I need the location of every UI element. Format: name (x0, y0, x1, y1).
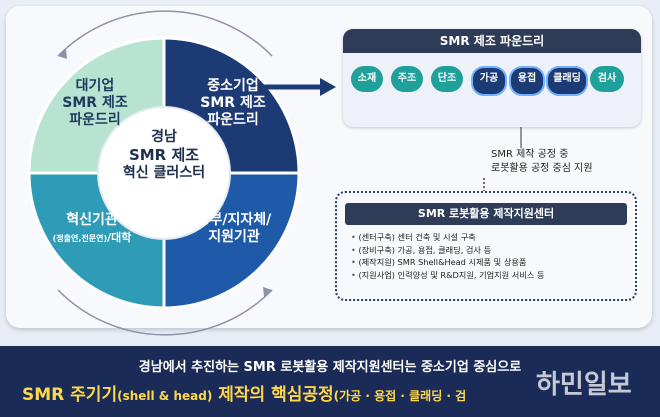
process-node-cladding: 클래딩 (546, 66, 588, 96)
support-center-title: SMR 로봇활용 제작지원센터 (345, 203, 627, 225)
quadrant-label-sme: 중소기업 SMR 제조 파운드리 (200, 78, 266, 128)
process-node-machining: 가공 (471, 66, 507, 96)
list-item: (제작지원) SMR Shell&Head 시제품 및 상용품 (351, 256, 635, 269)
center-circle (97, 106, 231, 240)
arrow-to-foundry-head (320, 78, 336, 96)
cycle-arrowhead-bottom (263, 287, 272, 297)
support-center-box: SMR 로봇활용 제작지원센터 (센터구축) 센터 건축 및 시설 구축 (장비… (335, 191, 637, 301)
foundry-title: SMR 제조 파운드리 (343, 29, 641, 53)
cycle-arc-top (57, 10, 273, 57)
watermark: 하민일보 (536, 370, 632, 400)
cycle-arc-bottom (57, 289, 273, 336)
banner-line-2: SMR 주기기(shell & head) 제작의 핵심공정(가공 · 용접 ·… (22, 385, 467, 405)
list-item: (지원사업) 인력양성 및 R&D지원, 기업지원 서비스 등 (351, 269, 635, 282)
quadrant-label-innovation: 혁신기관 (정출연,전문연)/대학 (52, 212, 132, 244)
list-item: (센터구축) 센터 건축 및 시설 구축 (351, 231, 635, 244)
process-node-forging: 단조 (431, 66, 463, 92)
process-node-material: 소재 (351, 66, 383, 92)
quadrant-label-government: 정부/지자체/ 지원기관 (196, 212, 272, 245)
process-node-welding: 용접 (509, 66, 545, 96)
banner-line-1: 경남에서 추진하는 SMR 로봇활용 제작지원센터는 중소기업 중심으로 (138, 360, 522, 375)
process-node-casting: 주조 (391, 66, 423, 92)
process-node-inspection: 검사 (590, 66, 624, 92)
bottom-banner: 경남에서 추진하는 SMR 로봇활용 제작지원센터는 중소기업 중심으로 SMR… (0, 346, 660, 417)
support-center-list: (센터구축) 센터 건축 및 시설 구축 (장비구축) 가공, 용접, 클래딩,… (337, 231, 635, 281)
quadrant-label-large-enterprise: 대기업 SMR 제조 파운드리 (62, 78, 128, 128)
list-item: (장비구축) 가공, 용접, 클래딩, 검사 등 (351, 244, 635, 257)
center-label: 경남 SMR 제조 혁신 클러스터 (122, 129, 206, 181)
support-note: SMR 제작 공정 중 로봇활용 공정 중심 지원 (491, 149, 593, 174)
cycle-arrowhead-top (58, 49, 67, 59)
